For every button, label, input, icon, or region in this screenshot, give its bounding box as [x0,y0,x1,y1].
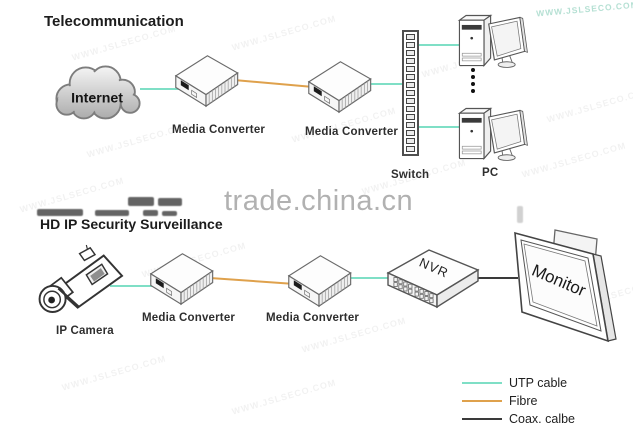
ink-smudge [37,209,83,216]
watermark-text: WWW.JSLSECO.COM [230,377,338,417]
ink-smudge [517,206,523,223]
switch-label: Switch [391,169,430,181]
ink-smudge [143,210,158,216]
switch-port [406,114,415,120]
switch-port [406,34,415,40]
switch-port [406,122,415,128]
coax-cable-legend-label: Coax. calbe [509,412,576,426]
utp-wire-switch-pc2 [419,126,460,128]
ip-camera-icon [38,244,124,313]
switch-port [406,146,415,152]
media-converter-1-label: Media Converter [172,124,266,136]
switch-port [406,42,415,48]
ip-camera-label: IP Camera [56,325,114,337]
watermark-text: WWW.JSLSECO.COM [545,85,633,125]
switch-port [406,58,415,64]
internet-cloud-icon: Internet [55,65,141,120]
surveillance-section-title: HD IP Security Surveillance [40,216,223,232]
utp-wire-converter-nvr [348,277,395,279]
monitor-icon: Monitor [514,229,617,343]
switch-port [406,98,415,104]
switch-port [406,138,415,144]
center-watermark: trade.china.cn [224,185,414,217]
switch-port [406,130,415,136]
internet-label: Internet [71,90,123,106]
ink-smudge [95,210,129,216]
fibre-legend-label: Fibre [509,394,538,408]
media-converter-3-label: Media Converter [142,312,236,324]
pc-1-icon [457,14,528,68]
utp-wire-internet-converter [140,88,186,90]
nvr-icon: NVR [386,249,480,309]
ink-smudge [158,198,182,206]
utp-cable-legend-label: UTP cable [509,376,568,390]
utp-cable-legend-line [462,382,502,384]
ellipsis-dot [471,68,475,72]
utp-wire-camera-converter [110,285,158,287]
switch-port [406,74,415,80]
coax-cable-legend-line [462,418,502,420]
watermark-text: WWW.JSLSECO.COM [230,13,338,53]
ellipsis-dot [471,75,475,79]
pc-label: PC [482,167,499,179]
media-converter-1-icon [174,55,239,108]
switch-port [406,66,415,72]
watermark-text: WWW.JSLSECO.COM [60,353,168,393]
media-converter-2-icon [307,61,372,114]
media-converter-2-label: Media Converter [305,126,399,138]
utp-wire-converter-switch [368,83,404,85]
fibre-legend-line [462,400,502,402]
media-converter-3-icon [149,253,214,306]
ink-smudge [162,211,177,216]
switch-port [406,90,415,96]
ellipsis-dot [471,89,475,93]
media-converter-4-icon [287,255,352,308]
switch-port [406,50,415,56]
watermark-text: WWW.JSLSECO.COM [520,140,628,180]
watermark-text: WWW.JSLSECO.COM [535,0,633,19]
telecom-section-title: Telecommunication [44,13,184,30]
ink-smudge [128,197,154,206]
switch-port [406,106,415,112]
pc-2-icon [457,107,528,161]
ellipsis-dot [471,82,475,86]
switch-port [406,82,415,88]
switch-icon [402,30,419,156]
media-converter-4-label: Media Converter [266,312,360,324]
utp-wire-switch-pc1 [419,44,460,46]
coax-wire-nvr-monitor [476,277,518,279]
